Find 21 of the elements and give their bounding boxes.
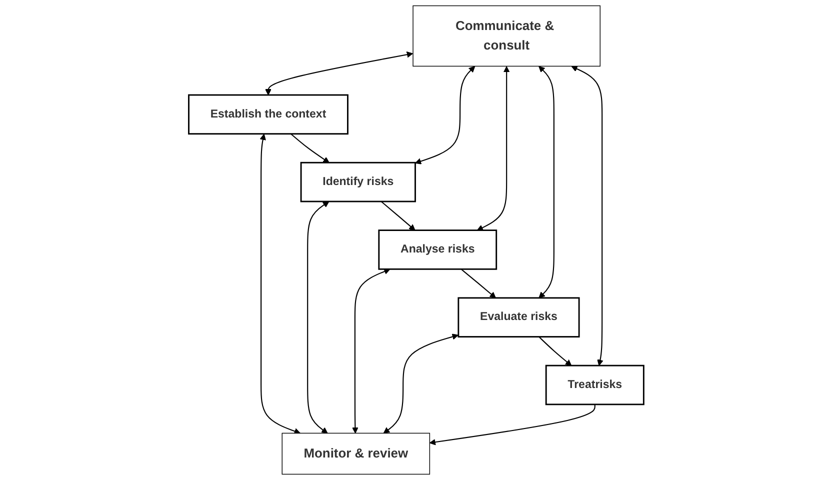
arrow bbox=[571, 66, 604, 366]
node-box: Monitor & review bbox=[282, 432, 430, 475]
arrow bbox=[429, 404, 596, 446]
arrow bbox=[538, 336, 572, 366]
node-box: Treatrisks bbox=[545, 364, 644, 406]
arrow bbox=[380, 201, 416, 231]
node-box: Communicate & consult bbox=[412, 5, 600, 67]
arrow bbox=[538, 66, 554, 298]
node-box: Analyse risks bbox=[378, 230, 497, 270]
arrow bbox=[383, 334, 458, 434]
node-box: Evaluate risks bbox=[457, 297, 580, 338]
arrow bbox=[352, 268, 390, 434]
arrow bbox=[264, 52, 413, 96]
arrow bbox=[260, 134, 300, 434]
arrow bbox=[306, 201, 329, 434]
arrow bbox=[290, 133, 330, 163]
arrow bbox=[414, 66, 475, 164]
arrow bbox=[460, 268, 496, 298]
node-box: Identify risks bbox=[300, 162, 416, 202]
node-box: Establish the context bbox=[188, 94, 348, 135]
arrow bbox=[476, 66, 510, 231]
